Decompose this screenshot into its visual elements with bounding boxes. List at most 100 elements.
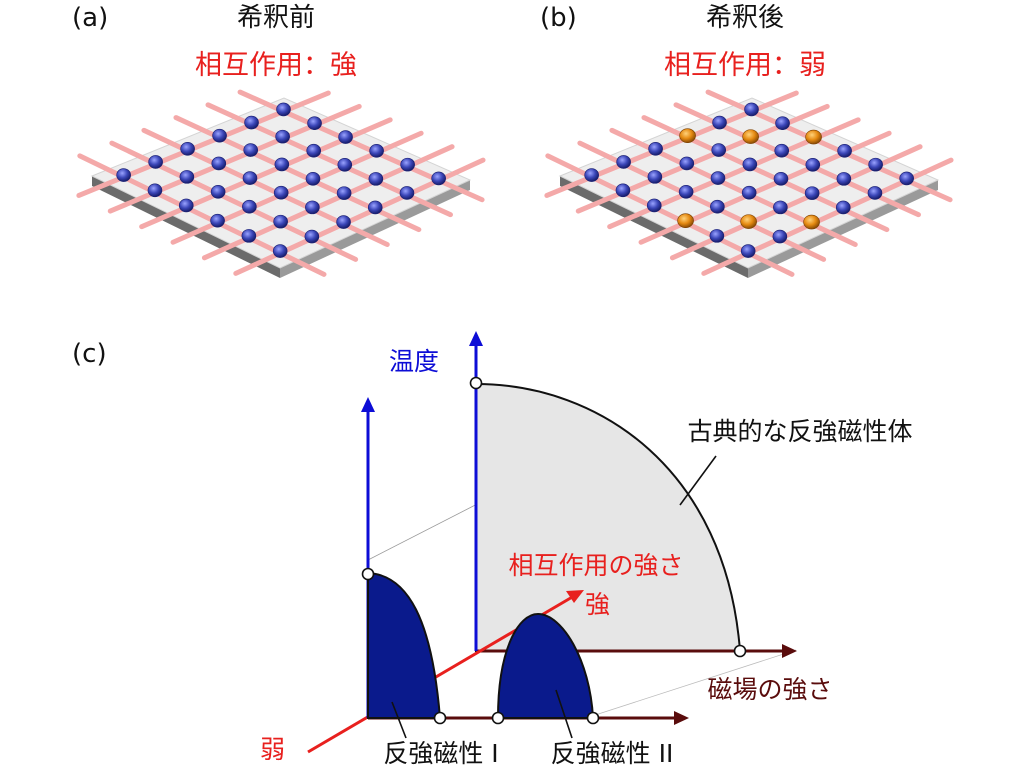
spin-site <box>710 199 725 214</box>
spin-site <box>648 142 663 156</box>
spin-site <box>744 102 759 117</box>
spin-site <box>242 171 258 185</box>
lattice-diluted <box>544 89 954 278</box>
spin-site <box>116 168 131 182</box>
transition-point <box>469 376 483 390</box>
slab-top <box>90 97 472 269</box>
spin-site <box>678 184 694 199</box>
panel-b: (b) 希釈後 相互作用：弱 <box>540 3 954 278</box>
spin-site <box>836 172 852 186</box>
classical-afm-region <box>475 382 742 652</box>
spin-site <box>679 156 695 171</box>
spin-site <box>210 184 226 199</box>
panel-b-title: 希釈後 <box>706 3 784 33</box>
panel-b-subtitle: 相互作用：弱 <box>664 50 826 81</box>
spin-site <box>179 170 195 184</box>
spin-site <box>274 157 290 172</box>
spin-site <box>431 171 446 186</box>
panel-a-letter: (a) <box>72 3 108 33</box>
spin-site <box>369 144 384 158</box>
temperature-axis-front-arrowhead <box>361 397 375 412</box>
field-axis-back-arrowhead <box>782 644 797 658</box>
field-axis-front-arrowhead <box>674 711 689 725</box>
spin-site <box>646 198 662 213</box>
spin-site <box>211 156 227 171</box>
spin-site <box>367 200 383 215</box>
spin-site <box>272 244 288 258</box>
afm1-label: 反強磁性 I <box>383 739 498 768</box>
spin-site <box>616 155 631 169</box>
spin-site <box>775 116 790 131</box>
spin-site <box>804 186 820 200</box>
leader-classical <box>679 455 717 506</box>
panel-a-subtitle: 相互作用：強 <box>195 50 357 81</box>
spin-site <box>647 170 663 184</box>
spin-site <box>336 186 352 200</box>
spin-site <box>305 200 320 215</box>
spin-site <box>212 128 227 143</box>
diluted-site <box>742 129 759 144</box>
spin-site <box>338 130 353 144</box>
leader-afm1 <box>391 701 407 739</box>
spin-site <box>242 199 257 214</box>
spin-site <box>710 171 726 185</box>
diluted-site <box>677 213 694 228</box>
spin-site <box>147 183 163 198</box>
afm2-label: 反強磁性 II <box>551 739 674 768</box>
spin-site <box>273 214 288 229</box>
temperature-axis-back-arrowhead <box>469 331 483 346</box>
spin-site <box>584 168 599 182</box>
panel-c: (c) <box>72 331 913 768</box>
spin-site <box>773 200 788 215</box>
spin-site <box>243 143 259 157</box>
spin-site <box>180 142 195 156</box>
transition-point <box>433 711 447 725</box>
spin-site <box>210 213 225 228</box>
interaction-strength-label: 相互作用の強さ <box>508 551 683 580</box>
spin-site <box>868 157 883 172</box>
spin-site <box>307 116 322 131</box>
spin-site <box>336 215 351 229</box>
leader-afm2 <box>555 689 573 739</box>
transition-point <box>361 567 375 581</box>
spin-site <box>867 186 883 200</box>
spin-site <box>837 144 852 158</box>
spin-site <box>276 102 291 117</box>
spin-site <box>273 185 289 200</box>
afm2-region <box>496 612 595 719</box>
temperature-label: 温度 <box>389 347 439 376</box>
weak-label: 弱 <box>260 735 285 764</box>
spin-site <box>835 200 851 215</box>
panel-b-letter: (b) <box>540 3 577 33</box>
spin-site <box>741 185 757 200</box>
spin-site <box>709 229 725 243</box>
field-strength-label: 磁場の強さ <box>707 675 832 704</box>
spin-site <box>148 155 163 169</box>
spin-site <box>241 229 257 243</box>
panel-c-letter: (c) <box>72 339 107 369</box>
spin-site <box>711 143 727 157</box>
transition-point <box>733 644 747 658</box>
panel-a-title: 希釈前 <box>237 3 315 33</box>
spin-site <box>740 244 756 258</box>
transition-point <box>491 711 505 725</box>
spin-site <box>305 171 321 186</box>
diluted-site <box>740 214 757 229</box>
spin-site <box>773 171 789 186</box>
spin-site <box>399 186 415 200</box>
spin-site <box>178 198 194 213</box>
interaction-axis-arrowhead <box>566 590 584 603</box>
strong-label: 強 <box>585 590 610 619</box>
spin-site <box>244 115 259 130</box>
spin-site <box>772 229 788 244</box>
spin-site <box>615 183 631 198</box>
spin-site <box>337 157 353 172</box>
spin-site <box>400 157 415 172</box>
diluted-site <box>679 128 696 143</box>
diluted-site <box>803 214 820 230</box>
panel-a: (a) 希釈前 相互作用：強 <box>72 3 486 278</box>
slab-top <box>558 97 940 269</box>
guide-line <box>585 649 797 719</box>
transition-point <box>586 711 600 725</box>
